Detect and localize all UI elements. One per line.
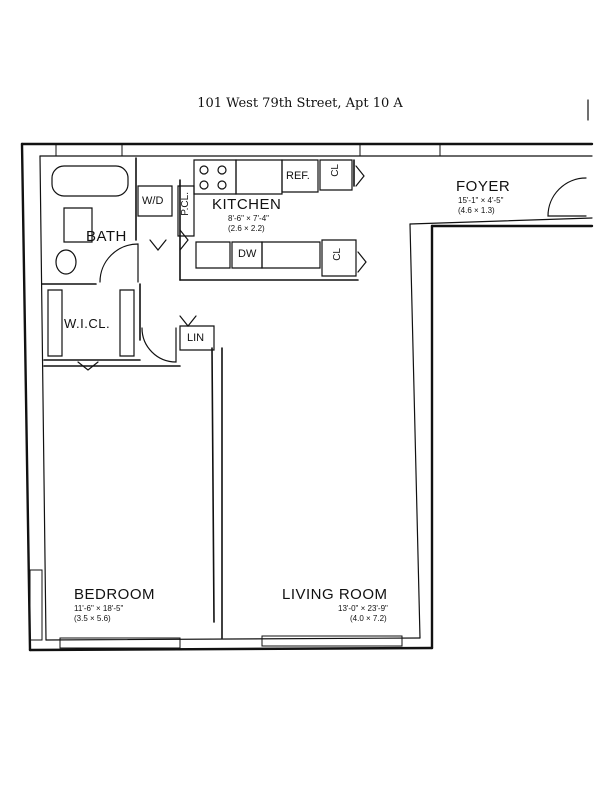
toilet <box>55 249 77 275</box>
interior-walls <box>42 158 358 638</box>
window-left <box>30 570 42 640</box>
closet-bottom-label: CL <box>332 248 343 261</box>
wd-closet <box>138 186 172 216</box>
wall-left <box>22 144 30 650</box>
kitchen-dimension-m: (2.6 × 2.2) <box>228 224 265 233</box>
kitchen-label: KITCHEN <box>212 196 282 213</box>
fixtures <box>48 160 356 356</box>
living-room-dimension-m: (4.0 × 7.2) <box>350 614 387 623</box>
doors <box>78 166 586 370</box>
door-entry <box>548 178 586 216</box>
wic-label: W.I.CL. <box>64 316 111 331</box>
wall-right-living-inner <box>410 224 420 638</box>
closet-top-label: CL <box>330 164 341 177</box>
sink-counter <box>196 242 230 268</box>
door-arrow-1 <box>150 240 166 250</box>
counter-top <box>236 160 282 194</box>
closet-bottom <box>322 240 356 276</box>
burner-3 <box>199 180 209 190</box>
windows <box>30 144 440 648</box>
wall-bottom <box>30 648 432 650</box>
living-room-label: LIVING ROOM <box>282 586 388 603</box>
wic-rod-right <box>120 290 134 356</box>
pcl-label: P.CL. <box>180 192 191 216</box>
bathtub <box>52 166 128 196</box>
bedroom-right-wall <box>212 348 214 622</box>
wic-rod-left <box>48 290 62 356</box>
burner-4 <box>217 180 227 190</box>
refrigerator <box>282 160 318 192</box>
foyer-dimension-ft: 15'-1" × 4'-5" <box>458 196 504 205</box>
bedroom-dimension-m: (3.5 × 5.6) <box>74 614 111 623</box>
wall-left-inner <box>40 156 46 640</box>
door-bath <box>100 244 138 282</box>
door-arrow-5 <box>358 252 366 272</box>
burner-2 <box>217 165 227 175</box>
closet-top <box>320 160 352 190</box>
wd-label: W/D <box>142 195 164 207</box>
window-bottom-2 <box>262 636 402 646</box>
door-bedroom <box>142 328 176 362</box>
counter-bottom <box>262 242 320 268</box>
foyer-label: FOYER <box>456 178 511 195</box>
vanity <box>64 208 92 242</box>
exterior-walls <box>22 144 592 650</box>
door-arrow-2 <box>180 230 188 250</box>
door-arrow-6 <box>180 316 196 326</box>
bedroom-dimension-ft: 11'-6" × 18'-5" <box>74 604 124 613</box>
linen-closet <box>180 326 214 350</box>
wall-bottom-inner <box>46 638 420 640</box>
ref-label: REF. <box>286 170 310 182</box>
stove <box>194 160 236 194</box>
pantry-closet <box>178 186 194 236</box>
window-top-1 <box>56 144 122 156</box>
dw-label: DW <box>238 248 257 260</box>
linen-label: LIN <box>187 332 205 344</box>
burner-1 <box>199 165 209 175</box>
kitchen-dimension-ft: 8'-6" × 7'-4" <box>228 214 269 223</box>
plan-title: 101 West 79th Street, Apt 10 A <box>197 96 403 111</box>
bedroom-label: BEDROOM <box>74 586 156 603</box>
wall-foyer-bottom-inner <box>410 218 592 224</box>
bath-label: BATH <box>86 228 127 245</box>
window-top-2 <box>360 144 440 156</box>
living-room-dimension-ft: 13'-0" × 23'-9" <box>338 604 388 613</box>
door-arrow-4 <box>356 166 364 186</box>
door-arrow-3 <box>78 362 98 370</box>
window-bottom-1 <box>60 638 180 648</box>
foyer-dimension-m: (4.6 × 1.3) <box>458 206 495 215</box>
